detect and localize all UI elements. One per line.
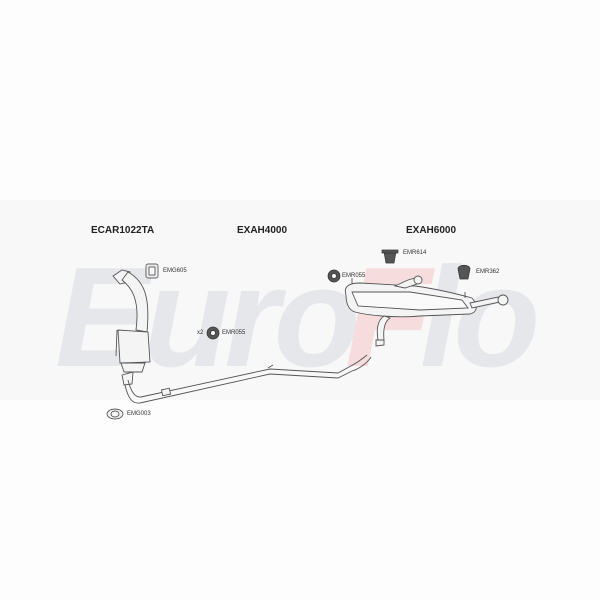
rubber-mount-emr614-icon[interactable]	[381, 249, 399, 264]
fitting-label-emr614[interactable]: EMR614	[403, 250, 427, 256]
gasket-emg003-icon[interactable]	[106, 408, 124, 420]
fitting-qty-emr055: x2	[197, 330, 204, 336]
part-label-exah6000[interactable]: EXAH6000	[406, 225, 457, 236]
rubber-mount-emr055-x2-icon[interactable]	[206, 326, 220, 340]
fitting-label-emr055-x2[interactable]: EMR055	[222, 330, 246, 336]
gasket-emg605-icon[interactable]	[145, 263, 159, 279]
rear-silencer-part[interactable]	[344, 275, 509, 347]
catalytic-converter-part[interactable]	[112, 269, 151, 386]
intermediate-pipe-part[interactable]	[124, 354, 372, 404]
fitting-label-emg003[interactable]: EMG003	[127, 411, 151, 417]
rubber-mount-emr362-icon[interactable]	[457, 264, 471, 280]
fitting-label-emr055[interactable]: EMR055	[342, 273, 366, 279]
part-label-exah4000[interactable]: EXAH4000	[237, 225, 288, 236]
fitting-label-emr362[interactable]: EMR362	[476, 269, 500, 275]
part-label-ecar1022ta[interactable]: ECAR1022TA	[91, 225, 155, 236]
rubber-mount-emr055-icon[interactable]	[327, 269, 341, 283]
fitting-label-emg605[interactable]: EMG605	[163, 268, 187, 274]
